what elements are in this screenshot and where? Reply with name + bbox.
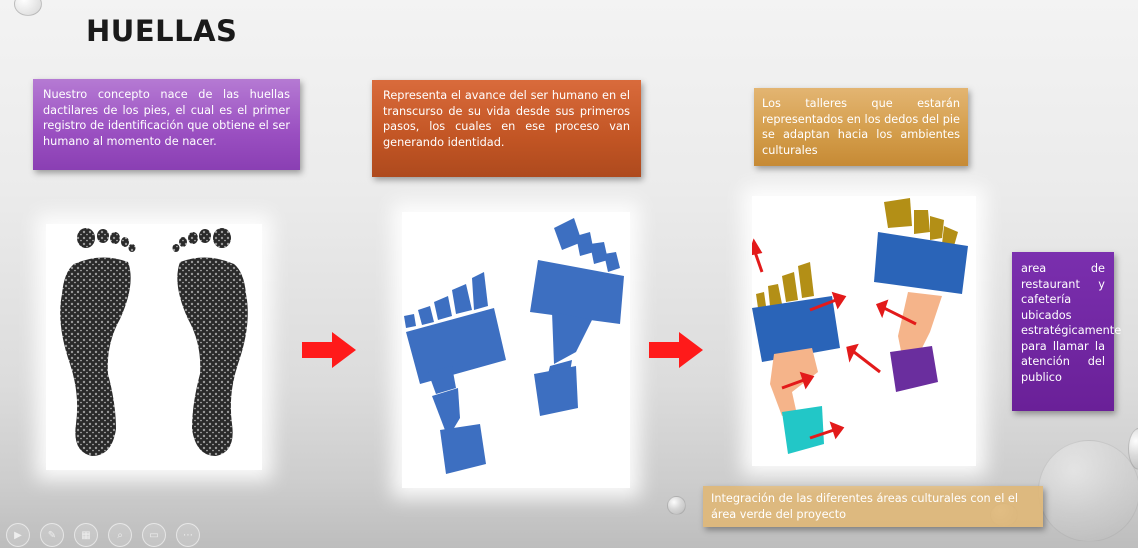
workshops-textbox: Los talleres que estarán representados e…	[754, 88, 968, 166]
play-icon[interactable]: ▶	[6, 523, 30, 547]
presentation-toolbar: ▶ ✎ ▦ ⌕ ▭ ⋯	[6, 523, 200, 547]
slide-title: HUELLAS	[86, 14, 238, 48]
restaurant-textbox: area de restaurant y cafetería ubicados …	[1012, 252, 1121, 411]
advance-textbox: Representa el avance del ser humano en e…	[372, 80, 641, 177]
subtitles-icon[interactable]: ▭	[142, 523, 166, 547]
colored-feet-image	[747, 198, 968, 454]
integration-textbox: Integración de las diferentes áreas cult…	[703, 486, 1043, 527]
red-arrow-icon	[302, 332, 356, 368]
abstract-feet-photo	[402, 212, 630, 488]
blue-feet-image	[404, 218, 624, 474]
footprints-image	[60, 228, 248, 456]
bubble-decoration	[14, 0, 42, 16]
more-icon[interactable]: ⋯	[176, 523, 200, 547]
zoning-diagram-photo	[747, 196, 976, 466]
slides-icon[interactable]: ▦	[74, 523, 98, 547]
footprint-photo	[46, 224, 262, 470]
bubble-decoration	[1038, 440, 1138, 542]
red-arrow-icon	[649, 332, 703, 368]
concept-textbox: Nuestro concepto nace de las huellas dac…	[33, 79, 300, 170]
bubble-decoration	[667, 496, 686, 515]
zoom-icon[interactable]: ⌕	[108, 523, 132, 547]
pen-icon[interactable]: ✎	[40, 523, 64, 547]
